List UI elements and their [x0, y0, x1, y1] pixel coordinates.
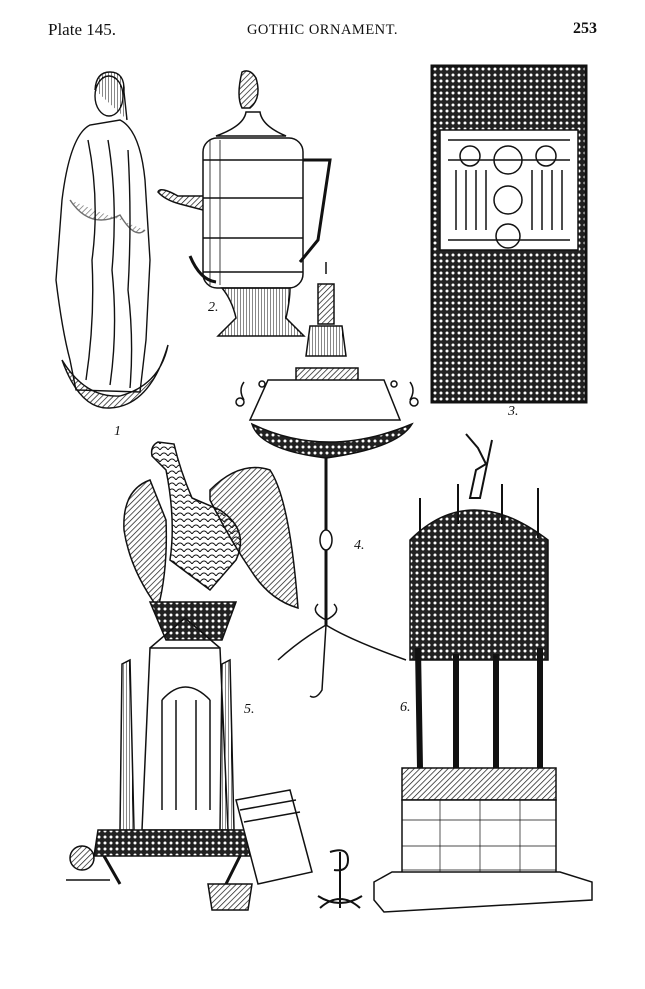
figure-2-ewer	[157, 70, 332, 337]
figure-1-statue	[55, 71, 169, 409]
figure-number-1: 1	[114, 424, 121, 439]
figure-number-4: 4.	[354, 538, 365, 553]
figure-number-3: 3.	[508, 404, 519, 419]
figure-3-panel	[430, 64, 588, 404]
page-title: GOTHIC ORNAMENT.	[246, 22, 399, 38]
figure-4-candelabrum	[235, 262, 419, 698]
figure-number-2: 2.	[208, 300, 219, 315]
figure-number-5: 5.	[244, 702, 255, 717]
monogram-mark	[317, 849, 363, 909]
figure-5-lectern	[66, 441, 313, 911]
plate-label: Plate 145.	[48, 20, 116, 39]
figure-number-6: 6.	[400, 700, 411, 715]
figure-6-font	[373, 433, 593, 913]
page-number: 253	[573, 20, 597, 37]
